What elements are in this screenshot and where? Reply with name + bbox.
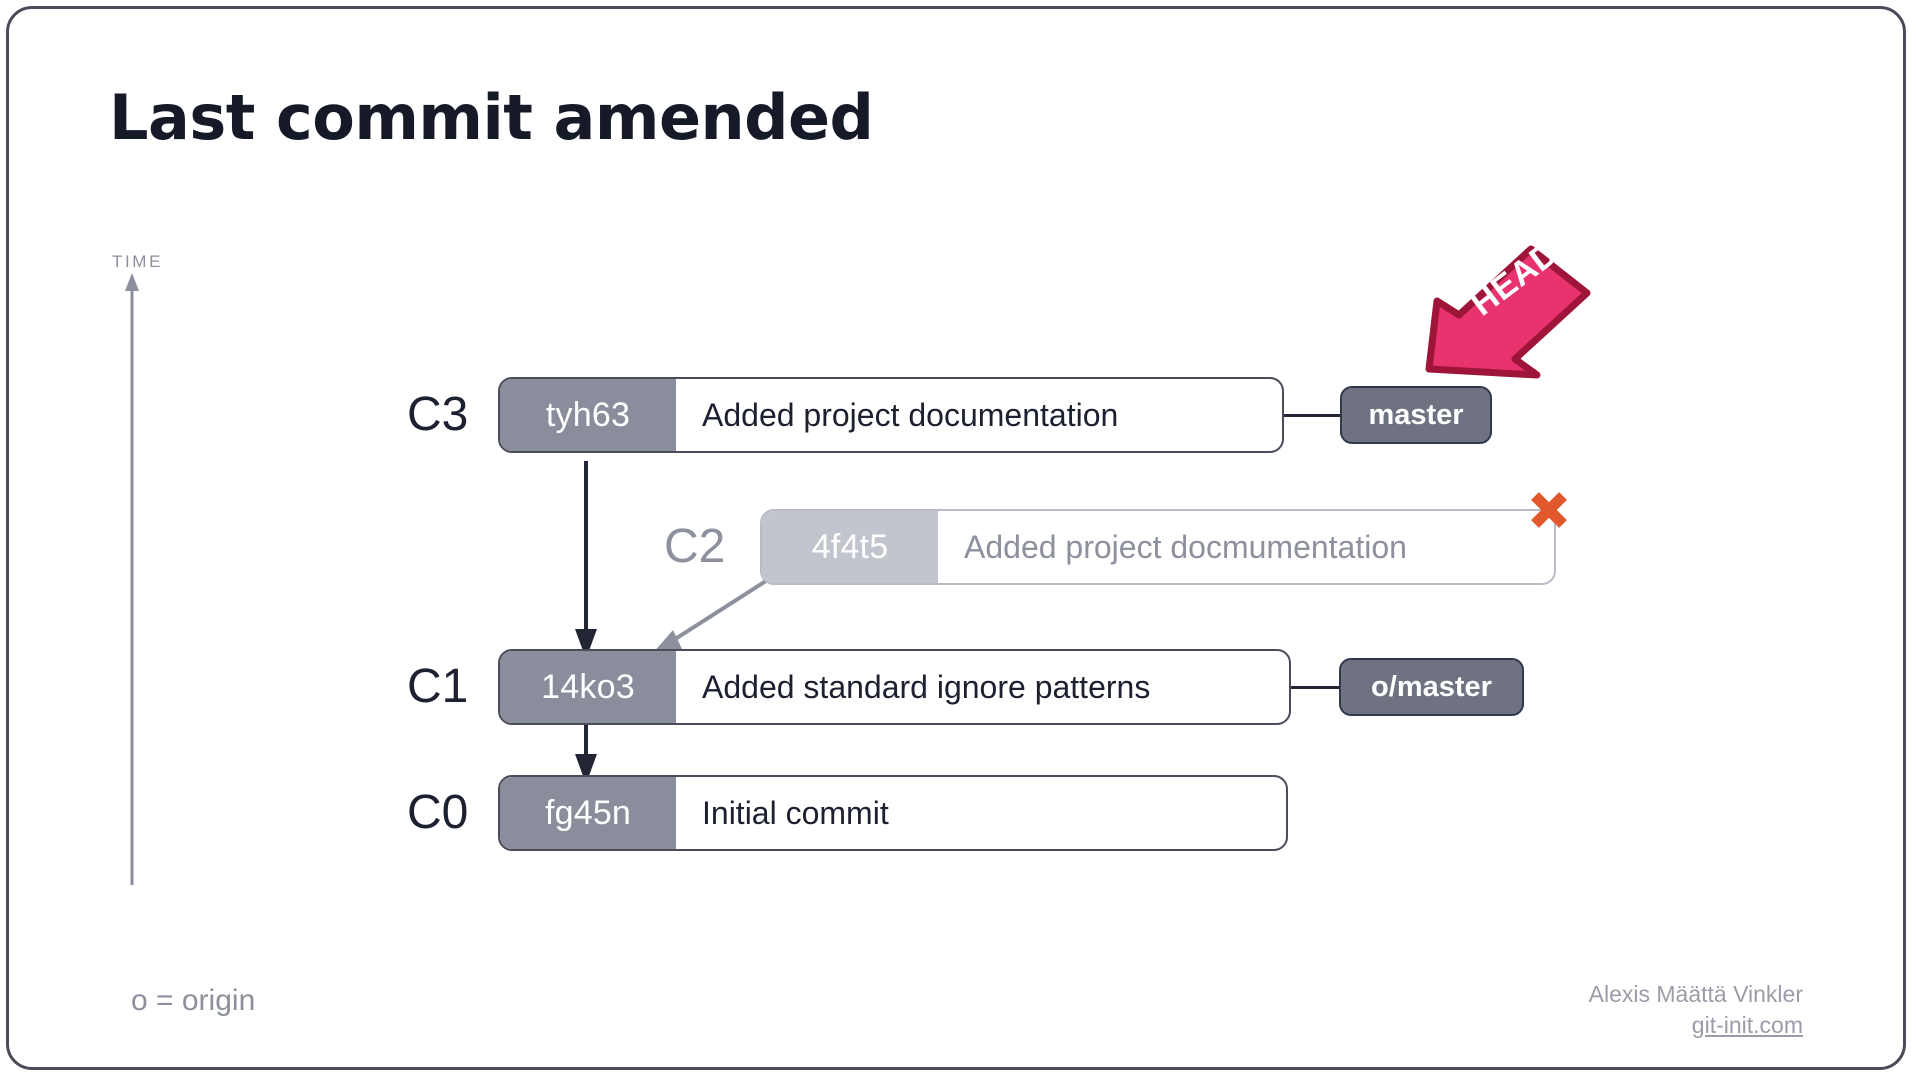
page-title: Last commit amended [109, 81, 874, 154]
commit-message: Added project docmumentation [964, 528, 1407, 565]
commit-id-label: C1 [407, 660, 469, 713]
commit-hash: fg45n [500, 777, 676, 849]
branch-connector-origin-master [1291, 686, 1339, 689]
credit-website-link[interactable]: git-init.com [1691, 1012, 1803, 1038]
commit-box-c2[interactable]: 4f4t5 Added project docmumentation [760, 509, 1556, 585]
commit-hash: 4f4t5 [762, 511, 938, 583]
credit-author: Alexis Määttä Vinkler [1588, 981, 1803, 1007]
commit-message: Added standard ignore patterns [702, 668, 1151, 705]
commit-box-c3[interactable]: tyh63 Added project documentation [498, 377, 1284, 453]
branch-connector-master [1284, 414, 1340, 417]
head-pointer-arrow-icon [1425, 245, 1591, 379]
branch-badge-master[interactable]: master [1340, 386, 1492, 444]
discarded-x-icon [1531, 492, 1567, 528]
commit-hash: 14ko3 [500, 651, 676, 723]
commit-message: Initial commit [702, 794, 889, 831]
time-axis-label: TIME [112, 252, 164, 271]
commit-id-label: C2 [664, 520, 726, 573]
commit-message: Added project documentation [702, 396, 1119, 433]
commit-box-c0[interactable]: fg45n Initial commit [498, 775, 1288, 851]
commit-hash: tyh63 [500, 379, 676, 451]
commit-box-c1[interactable]: 14ko3 Added standard ignore patterns [498, 649, 1291, 725]
time-axis-arrow-icon [125, 273, 139, 885]
commit-id-label: C3 [407, 388, 469, 441]
legend-origin: o = origin [131, 984, 256, 1017]
branch-badge-origin-master[interactable]: o/master [1339, 658, 1524, 716]
credit-block: Alexis Määttä Vinkler git-init.com [1589, 981, 1803, 1039]
slide-card: Last commit amended TIME C3 tyh63 Added … [6, 6, 1906, 1070]
commit-id-label: C0 [407, 786, 469, 839]
